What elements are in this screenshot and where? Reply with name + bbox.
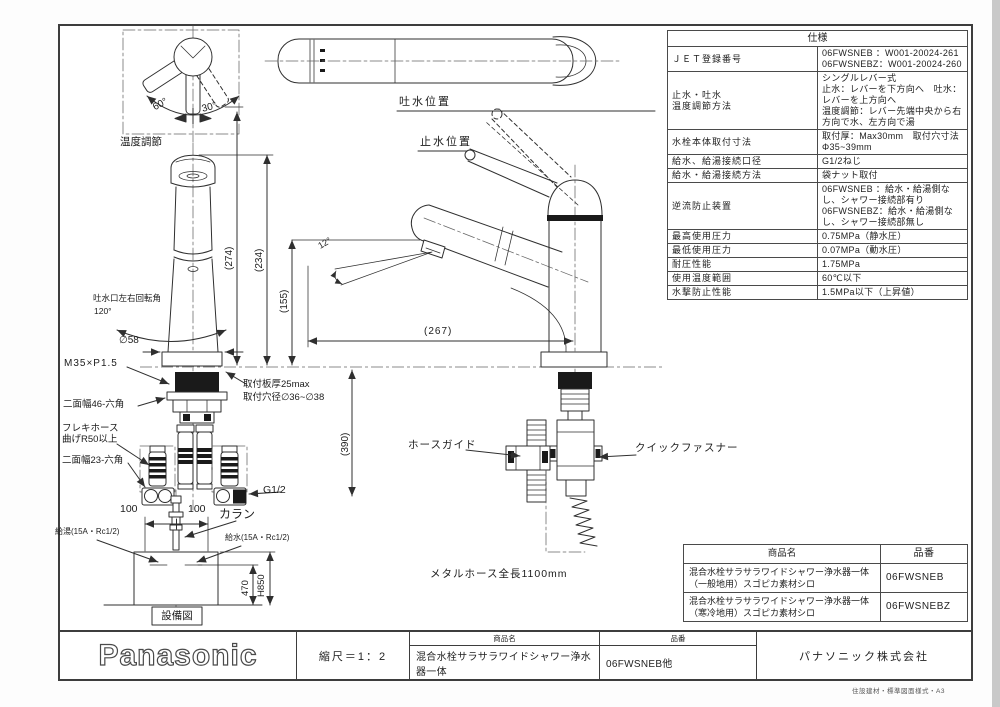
spec-row-label: 給水、給湯接続口径 <box>667 154 818 169</box>
label-dim-267: (267) <box>424 326 453 337</box>
label-hot-supply: 給湯(15A・Rc1/2) <box>55 527 120 536</box>
label-hex-23: 二面幅23-六角 <box>62 455 124 466</box>
label-diameter-58: ∅58 <box>119 335 139 346</box>
spec-row-value: 1.5MPa以下（上昇値） <box>817 285 968 300</box>
label-hose-guide: ホースガイド <box>408 439 477 451</box>
label-metal-hose: メタルホース全長1100mm <box>430 568 568 580</box>
product-table: 商品名 品番 混合水栓サラサラワイドシャワー浄水器一体 （一般地用）スゴピカ素材… <box>683 544 968 622</box>
label-flex-hose: フレキホース 曲げR50以上 <box>62 423 119 446</box>
label-dim-100-right: 100 <box>188 503 206 515</box>
spec-row-label: 使用温度範囲 <box>667 271 818 286</box>
part-number-value: 06FWSNEB他 <box>606 659 673 670</box>
label-dim-274: (274) <box>224 246 235 270</box>
scan-edge-right <box>992 0 1000 707</box>
product-col-name-header: 商品名 <box>683 544 881 564</box>
label-h850: H850 <box>256 574 267 597</box>
spec-row-value: G1/2ねじ <box>817 154 968 169</box>
product-name-value: 混合水栓サラサラワイドシャワー浄水器一体 <box>416 651 592 678</box>
product-row-code: 06FWSNEB <box>880 563 968 593</box>
company-cell: パナソニック株式会社 <box>757 632 971 679</box>
spec-row-label: 止水・吐水 温度調節方法 <box>667 71 818 130</box>
spec-row-value: 0.75MPa（静水圧） <box>817 229 968 244</box>
spec-row-label: 逆流防止装置 <box>667 182 818 230</box>
product-col-code-header: 品番 <box>880 544 968 564</box>
footer-note: 住設建材・標準図面様式・A3 <box>852 688 945 695</box>
brand-cell: Panasonic <box>60 632 297 679</box>
label-cold-supply: 給水(15A・Rc1/2) <box>225 533 290 542</box>
spec-row-value: 06FWSNEB ：W001-20024-261 06FWSNEBZ：W001-… <box>817 46 968 72</box>
spec-row-label: 耐圧性能 <box>667 257 818 272</box>
label-g-half: G1/2 <box>263 484 286 496</box>
panasonic-logo: Panasonic <box>98 638 258 672</box>
spec-row-label: 水撃防止性能 <box>667 285 818 300</box>
part-number-header: 品番 <box>600 632 756 646</box>
label-plate-thickness: 取付板厚25max <box>243 379 310 390</box>
spec-row-value: 袋ナット取付 <box>817 168 968 183</box>
title-block: Panasonic 縮尺＝1：2 商品名 混合水栓サラサラワイドシャワー浄水器一… <box>58 630 973 681</box>
spec-row-value: 06FWSNEB ：給水・給湯側なし、シャワー接続部有り 06FWSNEBZ：給… <box>817 182 968 230</box>
spec-row-value: 取付厚：Max30mm 取付穴寸法Φ35~39mm <box>817 129 968 155</box>
spec-row-label: ＪＥＴ登録番号 <box>667 46 818 72</box>
label-karan: カラン <box>219 507 256 521</box>
scale-cell: 縮尺＝1：2 <box>297 632 410 679</box>
spec-row-value: 0.07MPa（動水圧） <box>817 243 968 258</box>
part-number-cell: 品番 06FWSNEB他 <box>600 632 757 679</box>
product-name-cell: 商品名 混合水栓サラサラワイドシャワー浄水器一体 <box>410 632 600 679</box>
product-row-name: 混合水栓サラサラワイドシャワー浄水器一体 （一般地用）スゴピカ素材シロ <box>683 563 881 593</box>
product-name-header: 商品名 <box>410 632 599 646</box>
spec-row-value: 1.75MPa <box>817 257 968 272</box>
label-dim-390: (390) <box>340 432 351 456</box>
label-swivel-angle: 120° <box>94 306 112 316</box>
label-swivel-caption: 吐水口左右回転角 <box>93 293 162 303</box>
drawing-scale: 縮尺＝1：2 <box>318 650 388 663</box>
spec-row-label: 最低使用圧力 <box>667 243 818 258</box>
spec-row-value: 60℃以下 <box>817 271 968 286</box>
spec-row-value: シングルレバー式 止水：レバーを下方向へ 吐水：レバーを上方向へ 温度調節：レバ… <box>817 71 968 130</box>
company-name: パナソニック株式会社 <box>799 650 929 663</box>
product-row-name: 混合水栓サラサラワイドシャワー浄水器一体 （寒冷地用）スゴピカ素材シロ <box>683 592 881 622</box>
label-hole-diameter: 取付穴径∅36~∅38 <box>243 392 325 403</box>
label-quick-fastener: クイックファスナー <box>635 442 739 454</box>
label-dim-100-left: 100 <box>120 503 138 515</box>
label-stop-position: 止水位置 <box>420 136 472 148</box>
label-hex-46: 二面幅46-六角 <box>63 399 125 410</box>
spec-row-label: 水栓本体取付寸法 <box>667 129 818 155</box>
label-dim-470: 470 <box>240 580 251 596</box>
spec-row-label: 給水・給湯接続方法 <box>667 168 818 183</box>
label-spout-position: 吐水位置 <box>399 96 451 108</box>
label-equipment-diagram: 設備図 <box>161 609 193 622</box>
label-thread-m35: M35×P1.5 <box>64 358 118 369</box>
product-row-code: 06FWSNEBZ <box>880 592 968 622</box>
spec-table-title: 仕様 <box>667 30 968 47</box>
label-temp-adjust: 温度調節 <box>120 136 162 148</box>
spec-row-label: 最高使用圧力 <box>667 229 818 244</box>
label-dim-155: (155) <box>279 289 290 313</box>
label-dim-234: (234) <box>254 248 265 272</box>
